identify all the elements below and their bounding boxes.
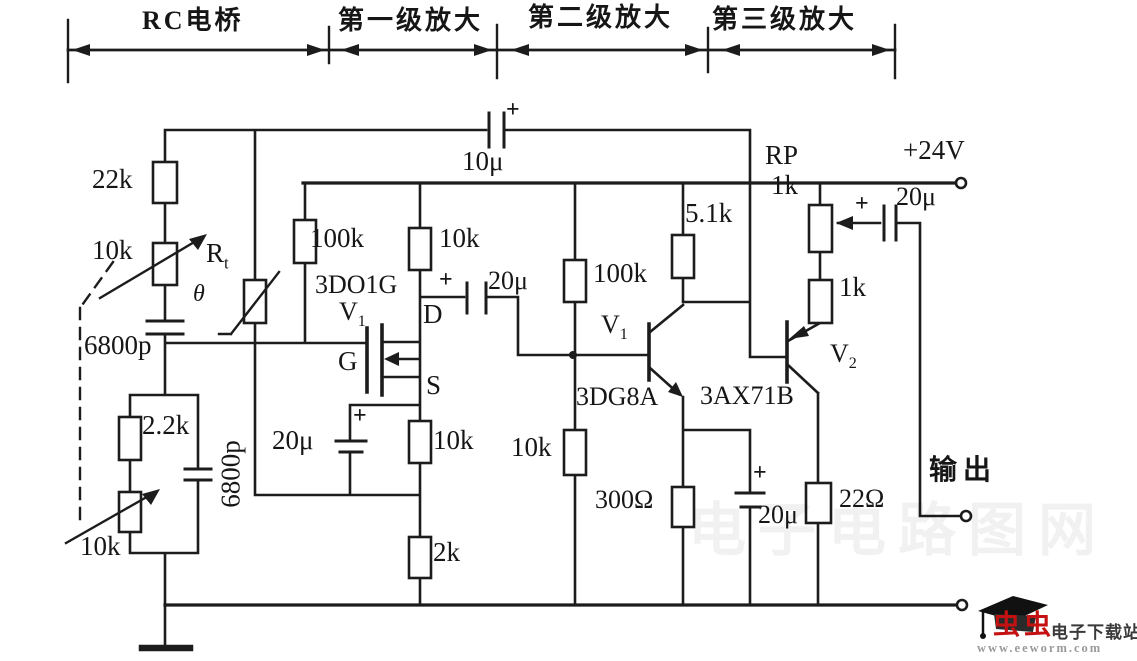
- capacitor-plates: [145, 111, 898, 509]
- device-3do1g: 3DO1G: [315, 270, 398, 299]
- value-rt: Rt: [206, 238, 229, 273]
- value-rp-1k: 1k: [771, 170, 798, 200]
- value-theta: θ: [193, 281, 205, 307]
- section-label-stage2: 第二级放大: [528, 3, 674, 32]
- junction-dot: [569, 351, 577, 359]
- value-10u: 10μ: [462, 146, 504, 176]
- resistor-5k1: [670, 233, 696, 280]
- resistor-22k: [151, 160, 179, 205]
- value-20u-source: 20μ: [272, 425, 314, 455]
- value-10k-upper: 10k: [92, 235, 133, 265]
- plus-20u-stage2: +: [753, 460, 767, 486]
- potentiometer-rp: [807, 203, 834, 254]
- watermark-brand: 虫虫: [993, 610, 1055, 640]
- value-5k1: 5.1k: [685, 198, 733, 228]
- resistor-2k2: [117, 415, 143, 462]
- value-100k-stage2: 100k: [593, 258, 647, 288]
- value-300ohm: 300Ω: [595, 485, 654, 514]
- resistor-10k-drain: [407, 226, 433, 272]
- section-label-rc-bridge: RC电桥: [142, 6, 244, 35]
- value-10k-source: 10k: [433, 425, 474, 455]
- graduation-cap-icon: [978, 596, 1048, 639]
- device-3dg8a: 3DG8A: [576, 382, 659, 411]
- watermark-site: 电子下载站: [1051, 623, 1137, 642]
- value-10k-lower: 10k: [80, 531, 121, 561]
- supply-label: +24V: [903, 135, 965, 165]
- plus-20u-out: +: [855, 191, 869, 217]
- resistor-100k-stage1: [292, 218, 318, 265]
- resistor-1k: [807, 278, 834, 325]
- resistor-10k-stage2: [562, 428, 588, 477]
- adjustment-arrows: [64, 239, 281, 545]
- value-20u-out: 20μ: [896, 182, 936, 211]
- arrow-heads: [142, 216, 853, 505]
- value-6800p-parallel: 6800p: [215, 440, 246, 508]
- wires: [128, 128, 962, 646]
- supply-terminal: [954, 176, 968, 190]
- bracket-arrow-icons: [72, 44, 890, 56]
- value-20u-couple: 20μ: [488, 266, 528, 295]
- plus-20u-source: +: [353, 403, 367, 429]
- ground-terminal: [955, 598, 969, 612]
- power-and-ground-rails: [163, 181, 958, 607]
- value-10k-drain: 10k: [439, 223, 480, 253]
- resistor-300ohm: [670, 485, 696, 529]
- resistor-10k-source: [407, 419, 433, 465]
- value-20u-stage2: 20μ: [758, 500, 798, 529]
- device-v1-fet: V1: [339, 297, 366, 331]
- label-rp: RP: [765, 140, 799, 170]
- output-terminal: [959, 509, 973, 523]
- section-bracket: [66, 18, 897, 84]
- value-100k-stage1: 100k: [310, 223, 364, 253]
- ghost-watermark: 电子电路图网: [688, 498, 1109, 563]
- device-v1-bjt: V1: [601, 310, 628, 344]
- value-6800p-series: 6800p: [84, 330, 152, 360]
- resistor-22ohm: [804, 481, 833, 525]
- resistor-2k: [407, 535, 433, 580]
- value-1k: 1k: [839, 272, 866, 302]
- pin-g: G: [338, 346, 358, 376]
- plus-20u-couple: +: [439, 267, 453, 293]
- section-label-stage1: 第一级放大: [338, 6, 484, 35]
- value-10k-stage2: 10k: [511, 432, 552, 462]
- value-22k: 22k: [92, 164, 133, 194]
- device-3ax71b: 3AX71B: [700, 381, 794, 410]
- watermark-url: www.eeworm.com: [977, 641, 1103, 655]
- plus-10u: +: [506, 97, 520, 123]
- device-v2: V2: [830, 339, 857, 373]
- value-22ohm: 22Ω: [839, 484, 885, 513]
- transistor-bars: [365, 320, 789, 397]
- pin-s: S: [426, 370, 442, 400]
- resistor-100k-stage2: [562, 258, 588, 304]
- output-label: 输出: [929, 455, 998, 486]
- value-2k2: 2.2k: [142, 410, 190, 440]
- value-2k: 2k: [433, 537, 460, 567]
- section-label-stage3: 第三级放大: [712, 5, 858, 34]
- gang-link-dashed: [78, 260, 115, 527]
- pin-d: D: [423, 299, 443, 329]
